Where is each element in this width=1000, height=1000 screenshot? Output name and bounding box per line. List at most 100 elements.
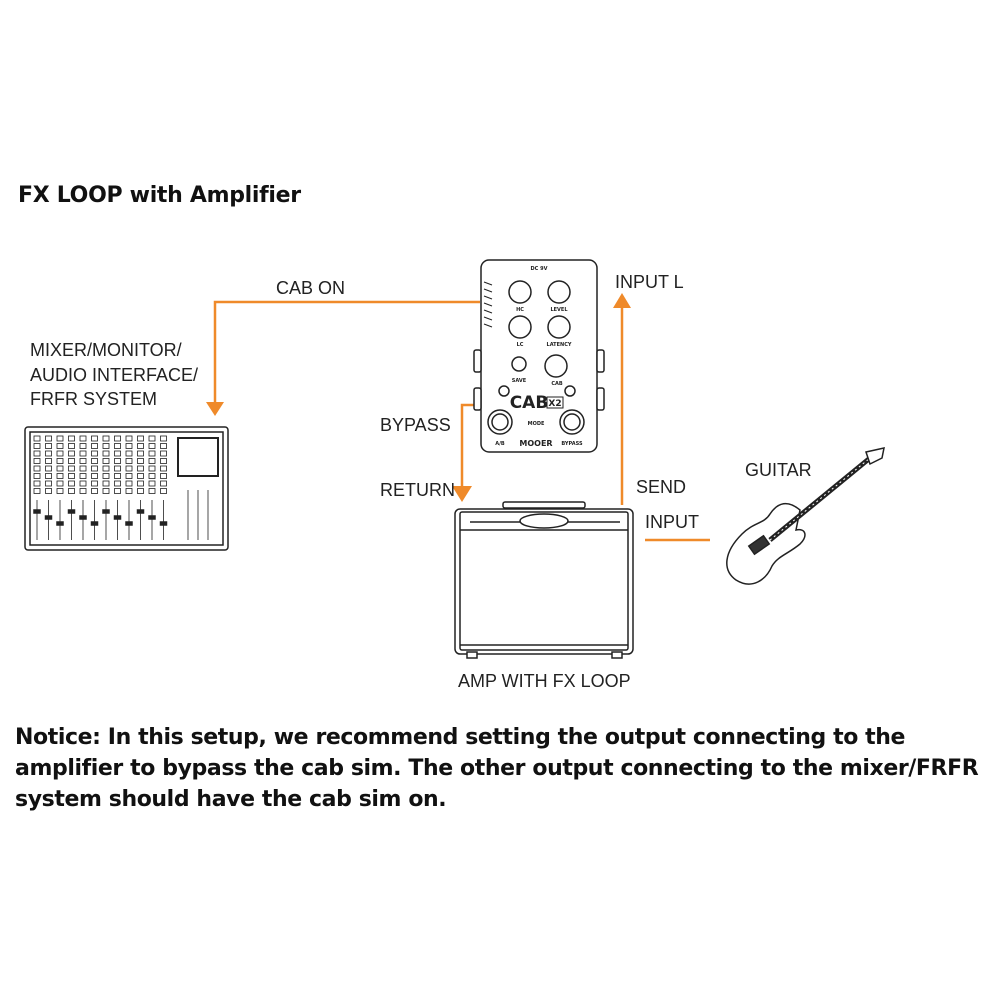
mixer-control xyxy=(148,465,156,472)
mixer-control xyxy=(33,450,41,457)
cab-on-cable xyxy=(213,300,480,404)
return-cable xyxy=(460,403,474,488)
mixer-control xyxy=(68,473,75,479)
pedal-model-badge: X2 xyxy=(548,399,561,409)
mixer-control xyxy=(56,435,64,442)
mixer-control xyxy=(114,480,121,487)
mixer-control xyxy=(45,450,52,457)
cab-x2-pedal-icon xyxy=(473,259,605,453)
mixer-control xyxy=(68,465,75,472)
mixer-fader-knob xyxy=(67,509,76,514)
mixer-control xyxy=(102,458,110,464)
mixer-fader-knob xyxy=(125,521,133,526)
mixer-control xyxy=(68,480,75,487)
mixer-fader-knob xyxy=(79,515,87,520)
mixer-control xyxy=(148,488,156,494)
mixer-control xyxy=(160,435,167,442)
mixer-control xyxy=(102,443,110,449)
mixer-control xyxy=(137,480,144,487)
knob-label-cab: CAB xyxy=(551,381,563,387)
mixer-fader-knob xyxy=(102,509,110,514)
mixer-control xyxy=(91,458,98,464)
mixer-control xyxy=(91,480,98,487)
mixer-control xyxy=(148,458,156,464)
mixer-control xyxy=(45,473,52,479)
mixer-fader-knob xyxy=(159,521,168,526)
mixer-control xyxy=(33,473,41,479)
mixer-control xyxy=(160,450,167,457)
mixer-control xyxy=(102,473,110,479)
mixer-fader-knob xyxy=(136,509,145,514)
mixer-control xyxy=(45,488,52,494)
mixer-control xyxy=(137,435,144,442)
mixer-control xyxy=(68,458,75,464)
mixer-control xyxy=(79,465,87,472)
mixer-control xyxy=(148,473,156,479)
mixer-control xyxy=(102,465,110,472)
diagram-title: FX LOOP with Amplifier xyxy=(18,183,301,208)
mixer-control xyxy=(91,435,98,442)
mixer-control xyxy=(79,450,87,457)
arrow-up-icon xyxy=(613,293,631,308)
mixer-fader-knob xyxy=(56,521,64,526)
mixer-control xyxy=(114,435,121,442)
save-label: SAVE xyxy=(512,378,527,384)
mixer-control xyxy=(45,465,52,472)
mixer-control xyxy=(102,450,110,457)
guitar-label: GUITAR xyxy=(745,460,812,480)
mixer-fader-knob xyxy=(44,515,53,520)
mixer-fader-knob xyxy=(113,515,122,520)
mixer-control xyxy=(91,443,98,449)
return-label: RETURN xyxy=(380,480,455,500)
mixer-control xyxy=(114,458,121,464)
knob-label-latency: LATENCY xyxy=(547,342,572,348)
mixer-control xyxy=(102,435,110,442)
amplifier-icon xyxy=(454,501,634,659)
mixer-control xyxy=(45,458,52,464)
mixer-control xyxy=(33,465,41,472)
mixer-control xyxy=(56,443,64,449)
mixer-control xyxy=(56,465,64,472)
mixer-control xyxy=(114,488,121,494)
mixer-control xyxy=(114,450,121,457)
mixer-control xyxy=(68,435,75,442)
mixer-control xyxy=(114,465,121,472)
knob-label-lc: LC xyxy=(517,342,524,348)
mixer-control xyxy=(56,450,64,457)
mixer-control xyxy=(68,450,75,457)
mixer-control xyxy=(160,443,167,449)
mixer-control xyxy=(148,443,156,449)
mixer-control xyxy=(102,480,110,487)
mixer-label-line2: AUDIO INTERFACE/ xyxy=(30,365,199,385)
mixer-control xyxy=(125,443,133,449)
mixer-fader-knob xyxy=(33,509,41,514)
mixer-control xyxy=(79,435,87,442)
mixer-control xyxy=(56,480,64,487)
mixer-control xyxy=(68,443,75,449)
mixer-control xyxy=(137,473,144,479)
pedal-brand-logo: MOOER xyxy=(519,439,552,448)
mixer-control xyxy=(125,450,133,457)
mixer-control xyxy=(160,473,167,479)
mixer-control xyxy=(148,480,156,487)
bypass-switch-label: BYPASS xyxy=(561,441,583,447)
mixer-control xyxy=(79,480,87,487)
mixer-control xyxy=(33,480,41,487)
mode-label: MODE xyxy=(528,421,545,427)
arrow-down-icon xyxy=(452,486,472,502)
knob-label-level: LEVEL xyxy=(550,307,568,313)
mixer-control xyxy=(45,435,52,442)
mixer-control xyxy=(33,488,41,494)
guitar-icon xyxy=(726,447,885,585)
mixer-control xyxy=(137,450,144,457)
mixer-control xyxy=(137,458,144,464)
mixer-control xyxy=(79,473,87,479)
mixer-control xyxy=(91,450,98,457)
cab-on-label: CAB ON xyxy=(276,278,346,298)
mixer-control xyxy=(125,473,133,479)
mixer-control xyxy=(68,488,75,494)
mixer-control xyxy=(114,443,121,449)
mixer-control xyxy=(56,488,64,494)
mixer-control xyxy=(160,480,167,487)
mixer-control xyxy=(56,458,64,464)
